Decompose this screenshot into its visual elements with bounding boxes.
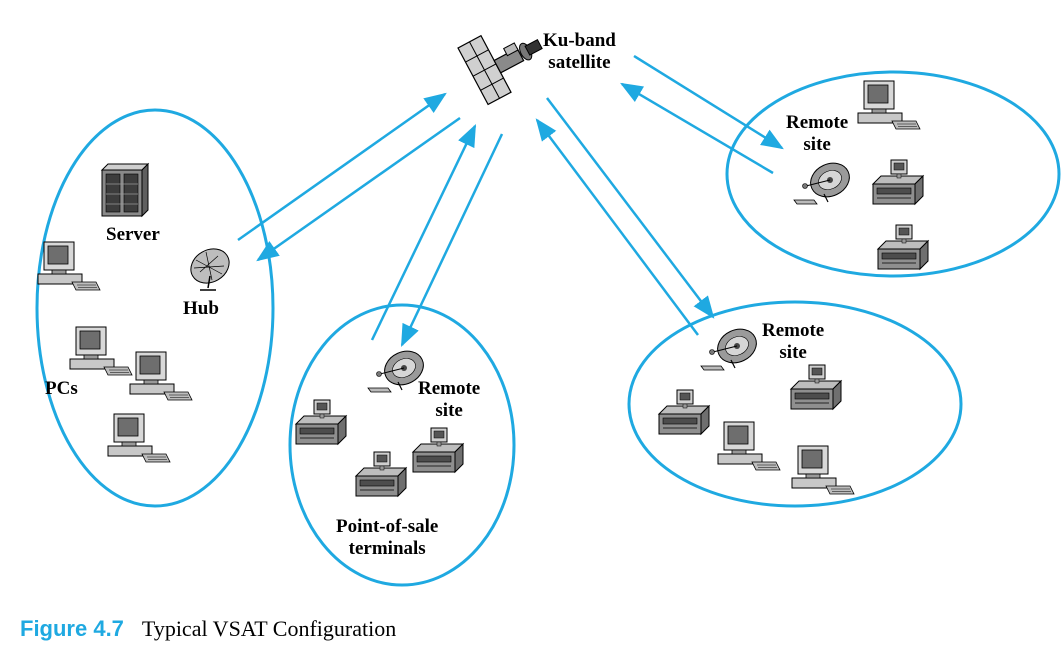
pcs-label: PCs	[45, 378, 78, 399]
pc-icon	[69, 326, 133, 376]
hub-site-ellipse	[35, 108, 275, 508]
figure-title: Typical VSAT Configuration	[141, 616, 397, 641]
remote-site-center-ellipse	[288, 303, 516, 587]
remote-site-right-upper-label: Remote site	[786, 112, 849, 155]
server-label: Server	[106, 224, 160, 245]
server-icon	[100, 162, 150, 218]
pos-terminal-icon	[295, 399, 347, 445]
pos-terminal-icon	[790, 364, 842, 410]
arrow-center-to-satellite	[370, 123, 477, 341]
figure-number: Figure 4.7	[20, 616, 124, 641]
pc-icon	[791, 445, 855, 495]
arrow-right-lower-to-satellite	[535, 118, 700, 336]
pc-icon	[717, 421, 781, 471]
arrow-hub-to-satellite	[237, 92, 447, 242]
figure-caption: Figure 4.7 Typical VSAT Configuration	[20, 616, 396, 642]
pos-terminal-icon	[355, 451, 407, 497]
satellite-icon	[457, 34, 543, 106]
arrow-satellite-to-center	[400, 133, 504, 348]
pc-icon	[37, 241, 101, 291]
arrow-satellite-to-right-upper	[633, 54, 784, 150]
pos-terminal-icon	[872, 159, 924, 205]
hub-label: Hub	[183, 298, 219, 319]
dish-icon	[793, 156, 856, 205]
remote-site-center-label: Remote site	[418, 378, 481, 421]
dish-icon	[700, 322, 763, 371]
pc-icon	[129, 351, 193, 401]
pc-icon	[857, 80, 921, 130]
remote-site-right-lower-ellipse	[627, 300, 963, 508]
pos-terminals-label: Point-of-sale terminals	[336, 516, 439, 559]
hub-dish-icon	[190, 248, 230, 291]
satellite-label: Ku-band satellite	[543, 30, 616, 73]
pc-icon	[107, 413, 171, 463]
pos-terminal-icon	[658, 389, 710, 435]
arrow-right-upper-to-satellite	[620, 82, 774, 175]
remote-site-right-lower-label: Remote site	[762, 320, 825, 363]
pos-terminal-icon	[412, 427, 464, 473]
arrow-satellite-to-hub	[256, 116, 461, 262]
remote-site-right-upper-ellipse	[725, 70, 1061, 278]
pos-terminal-icon	[877, 224, 929, 270]
arrow-satellite-to-right-lower	[546, 97, 715, 319]
